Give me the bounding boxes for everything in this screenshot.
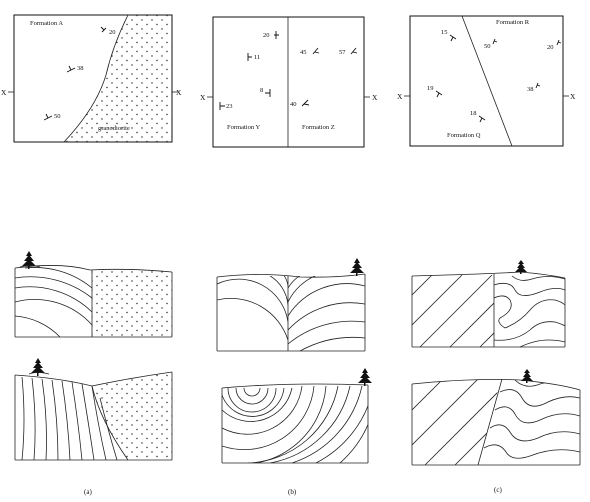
map-c-frame — [409, 15, 564, 147]
strike-dip-symbol: 57 — [339, 47, 358, 56]
intrusive-contact — [91, 385, 129, 461]
strike-dip-symbol: 50 — [484, 38, 498, 50]
svg-text:20: 20 — [547, 44, 554, 51]
ground-surface — [411, 271, 566, 279]
section-line-marker-left: X — [397, 92, 403, 101]
strike-dip-symbol: 18 — [470, 110, 486, 123]
cross-section-b-lower — [221, 368, 372, 464]
section-line-marker-right: X — [176, 88, 182, 97]
map-a: Formation A granodiorite 20 38 50 X X — [1, 14, 182, 143]
cross-section-c-lower — [411, 369, 581, 466]
formation-y-label: Formation Y — [227, 124, 260, 131]
ground-surface — [221, 383, 369, 389]
tree-icon — [350, 258, 364, 276]
formation-z-label: Formation Z — [302, 124, 335, 131]
svg-text:50: 50 — [54, 113, 61, 120]
svg-text:18: 18 — [470, 110, 477, 117]
caption-c: (c) — [494, 486, 502, 494]
section-line-marker-right: X — [372, 93, 378, 102]
section-line-marker-left: X — [200, 93, 206, 102]
cross-section-b-upper — [216, 258, 366, 352]
svg-text:20: 20 — [109, 29, 116, 36]
map-b: Formation Y Formation Z 20 11 8 23 45 57… — [200, 16, 378, 148]
strike-dip-symbol: 38 — [527, 82, 541, 93]
svg-text:23: 23 — [226, 103, 233, 110]
tree-icon — [515, 260, 527, 274]
tree-icon — [28, 358, 50, 376]
strike-dip-symbol: 23 — [219, 102, 233, 110]
section-line-marker-left: X — [1, 88, 7, 97]
ground-surface — [411, 379, 581, 391]
svg-text:40: 40 — [290, 101, 297, 108]
map-c: Formation R Formation Q 15 50 20 19 38 1… — [397, 15, 576, 147]
tree-icon — [521, 369, 533, 383]
caption-a: (a) — [84, 488, 92, 496]
svg-text:45: 45 — [300, 49, 307, 56]
ground-surface — [216, 273, 366, 278]
map-b-frame — [212, 16, 365, 148]
svg-text:50: 50 — [484, 43, 491, 50]
ground-surface — [14, 371, 173, 387]
cross-section-a-upper — [14, 251, 173, 338]
strike-dip-symbol: 11 — [247, 53, 260, 61]
svg-text:19: 19 — [427, 85, 434, 92]
strike-dip-symbol: 45 — [300, 47, 320, 56]
strike-dip-symbol: 19 — [427, 85, 443, 98]
strike-dip-symbol: 20 — [263, 31, 279, 39]
strike-dip-symbol: 20 — [547, 39, 562, 51]
granodiorite-label: granodiorite — [98, 125, 130, 132]
strike-dip-symbol: 38 — [66, 65, 84, 73]
cross-section-a-lower — [14, 358, 173, 461]
strike-dip-symbol: 8 — [260, 87, 271, 97]
tree-icon — [19, 251, 41, 269]
svg-text:57: 57 — [339, 49, 346, 56]
strike-dip-symbol: 15 — [441, 29, 457, 42]
ground-surface — [14, 265, 173, 273]
formation-a-label: Formation A — [30, 20, 63, 27]
strike-dip-symbol: 20 — [100, 26, 116, 36]
svg-text:20: 20 — [263, 32, 270, 39]
caption-b: (b) — [288, 488, 297, 496]
formation-contact — [461, 15, 513, 147]
granodiorite-area — [64, 15, 172, 142]
strike-dip-symbol: 40 — [290, 99, 310, 108]
strike-dip-symbol: 50 — [43, 113, 61, 121]
svg-text:11: 11 — [254, 54, 260, 61]
svg-text:15: 15 — [441, 29, 448, 36]
tree-icon — [358, 368, 372, 386]
section-line-marker-right: X — [570, 92, 576, 101]
svg-text:38: 38 — [77, 65, 84, 72]
formation-r-label: Formation R — [496, 19, 530, 26]
cross-section-c-upper — [411, 260, 566, 348]
formation-q-label: Formation Q — [447, 132, 481, 139]
formation-contact — [477, 378, 503, 466]
intrusive-contact — [63, 14, 129, 143]
svg-text:38: 38 — [527, 86, 534, 93]
svg-text:8: 8 — [260, 87, 263, 94]
